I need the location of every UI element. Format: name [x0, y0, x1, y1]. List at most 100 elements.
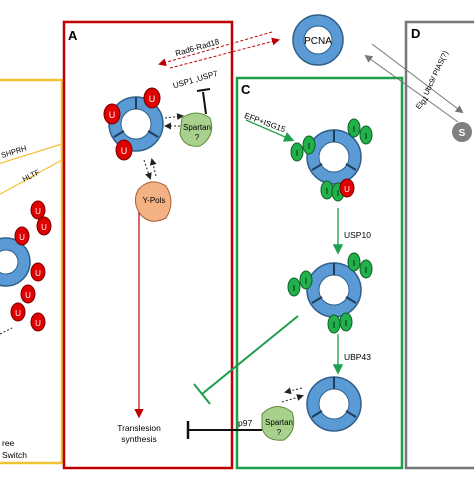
svg-text:I: I [305, 277, 307, 286]
ypols-dashed-arrow-back [149, 158, 157, 177]
rad6-rad18-label: Rad6-Rad18 [174, 37, 221, 58]
ypols-dashed-arrow [143, 159, 152, 180]
ubc9-pias-label: Ubc9/ PIAS(?) [422, 49, 451, 97]
spartan-a-inhibition-cap [196, 88, 211, 92]
svg-text:U: U [149, 94, 156, 104]
tls-label-2: synthesis [121, 434, 156, 444]
pcna-isgylated-c2 [306, 262, 362, 318]
panel-c-frame [235, 76, 404, 470]
p97-label: p97 [238, 418, 252, 428]
svg-text:U: U [19, 233, 25, 242]
svg-text:U: U [15, 309, 21, 318]
elg1-arrow [364, 54, 459, 123]
svg-text:U: U [121, 146, 128, 156]
pcna-top: PCNA [292, 14, 344, 66]
isg-pcna-inhibition-cap [193, 383, 211, 405]
panel-d-label: D [411, 26, 420, 41]
svg-text:I: I [345, 319, 347, 328]
svg-text:I: I [308, 142, 310, 151]
ubp43-label: UBP43 [344, 352, 371, 362]
ubiquitin-a1: U [103, 103, 121, 125]
svg-text:U: U [25, 291, 31, 300]
panel-a-frame [62, 20, 234, 470]
ubiquitin-left-1: U [30, 200, 46, 220]
sumo-badge: S [452, 122, 472, 142]
svg-text:I: I [333, 321, 335, 330]
svg-text:I: I [326, 187, 328, 196]
svg-text:S: S [459, 128, 466, 139]
svg-text:I: I [293, 284, 295, 293]
svg-text:I: I [337, 189, 339, 198]
spartan-c-dashed-arrow-back [284, 387, 303, 395]
spartan-a: Spartan ? [179, 112, 213, 147]
shprh-arrow [0, 143, 63, 165]
ubiquitin-left-4: U [30, 262, 46, 282]
svg-text:?: ? [195, 133, 200, 142]
isg15-c1-e: I [320, 180, 334, 200]
left-bottom-label-1: ree [2, 438, 15, 448]
svg-text:I: I [365, 132, 367, 141]
isg15-c1-c: I [347, 118, 361, 138]
svg-text:U: U [35, 207, 41, 216]
svg-text:U: U [35, 269, 41, 278]
usp10-label: USP10 [344, 230, 371, 240]
svg-text:I: I [353, 125, 355, 134]
isg-pcna-inhibition [201, 315, 299, 395]
tls-label-1: Translesion [117, 423, 161, 433]
svg-text:U: U [109, 110, 116, 120]
hltf-arrow [0, 159, 63, 195]
ubiquitin-left-6: U [10, 302, 26, 322]
ubiquitin-left-2: U [36, 216, 52, 236]
svg-text:Y-Pols: Y-Pols [143, 196, 166, 205]
pcna-isgylated-c1 [306, 129, 362, 185]
svg-text:I: I [353, 259, 355, 268]
pcna-polyubiquitinated-left [0, 237, 31, 287]
spartan-c: Spartan ? [261, 406, 295, 441]
svg-text:U: U [35, 319, 41, 328]
pcna-unmodified-c3 [306, 376, 362, 432]
isg15-c2-e: I [327, 314, 341, 334]
svg-text:?: ? [277, 428, 282, 437]
efp-isg15-arrow [245, 119, 295, 142]
isg15-c2-c: I [347, 252, 361, 272]
ubiquitin-c1: U [339, 178, 355, 198]
svg-text:I: I [296, 149, 298, 158]
svg-text:Spartan: Spartan [183, 123, 211, 132]
ypols: Y-Pols [134, 181, 172, 222]
ubiquitin-a3: U [115, 139, 133, 161]
isg15-c1-d: I [359, 125, 373, 145]
rad6-rad18-arrow [158, 31, 273, 67]
left-bottom-label-2: Switch [2, 450, 27, 460]
pcna-ubiquitinated-a [108, 96, 164, 152]
spartan-a-inhibition [202, 91, 207, 115]
ubiquitin-left-7: U [30, 312, 46, 332]
ubiquitin-a2: U [143, 87, 161, 109]
spartan-a-dashed-arrow [164, 113, 184, 121]
svg-text:Spartan: Spartan [265, 418, 293, 427]
ubiquitin-left-5: U [20, 284, 36, 304]
ubiquitin-left-3: U [14, 226, 30, 246]
usp-return-arrow [169, 37, 280, 69]
spartan-c-dashed-arrow [281, 394, 304, 403]
isg15-c1-b: I [302, 135, 316, 155]
pcna-label: PCNA [304, 36, 332, 47]
panel-d-frame [404, 20, 474, 470]
svg-text:I: I [365, 266, 367, 275]
efp-isg15-label: EFP+ISG15 [243, 111, 287, 134]
panel-a-label: A [68, 28, 78, 43]
shprh-label: SHPRH [0, 144, 28, 160]
isg15-c2-a: I [287, 277, 301, 297]
isg15-c2-b: I [299, 270, 313, 290]
svg-text:U: U [41, 223, 47, 232]
ubc9-pias-arrow [371, 43, 464, 114]
panel-left-yellow-frame [0, 78, 64, 465]
isg15-c2-f: I [339, 312, 353, 332]
usp1-usp7-label: USP1 ,USP7 [172, 69, 219, 91]
svg-text:U: U [344, 185, 350, 194]
isg15-c1-a: I [290, 142, 304, 162]
left-dashed-arrow [0, 327, 13, 335]
panel-c-label: C [241, 82, 251, 97]
hltf-label: HLTF [21, 167, 42, 183]
